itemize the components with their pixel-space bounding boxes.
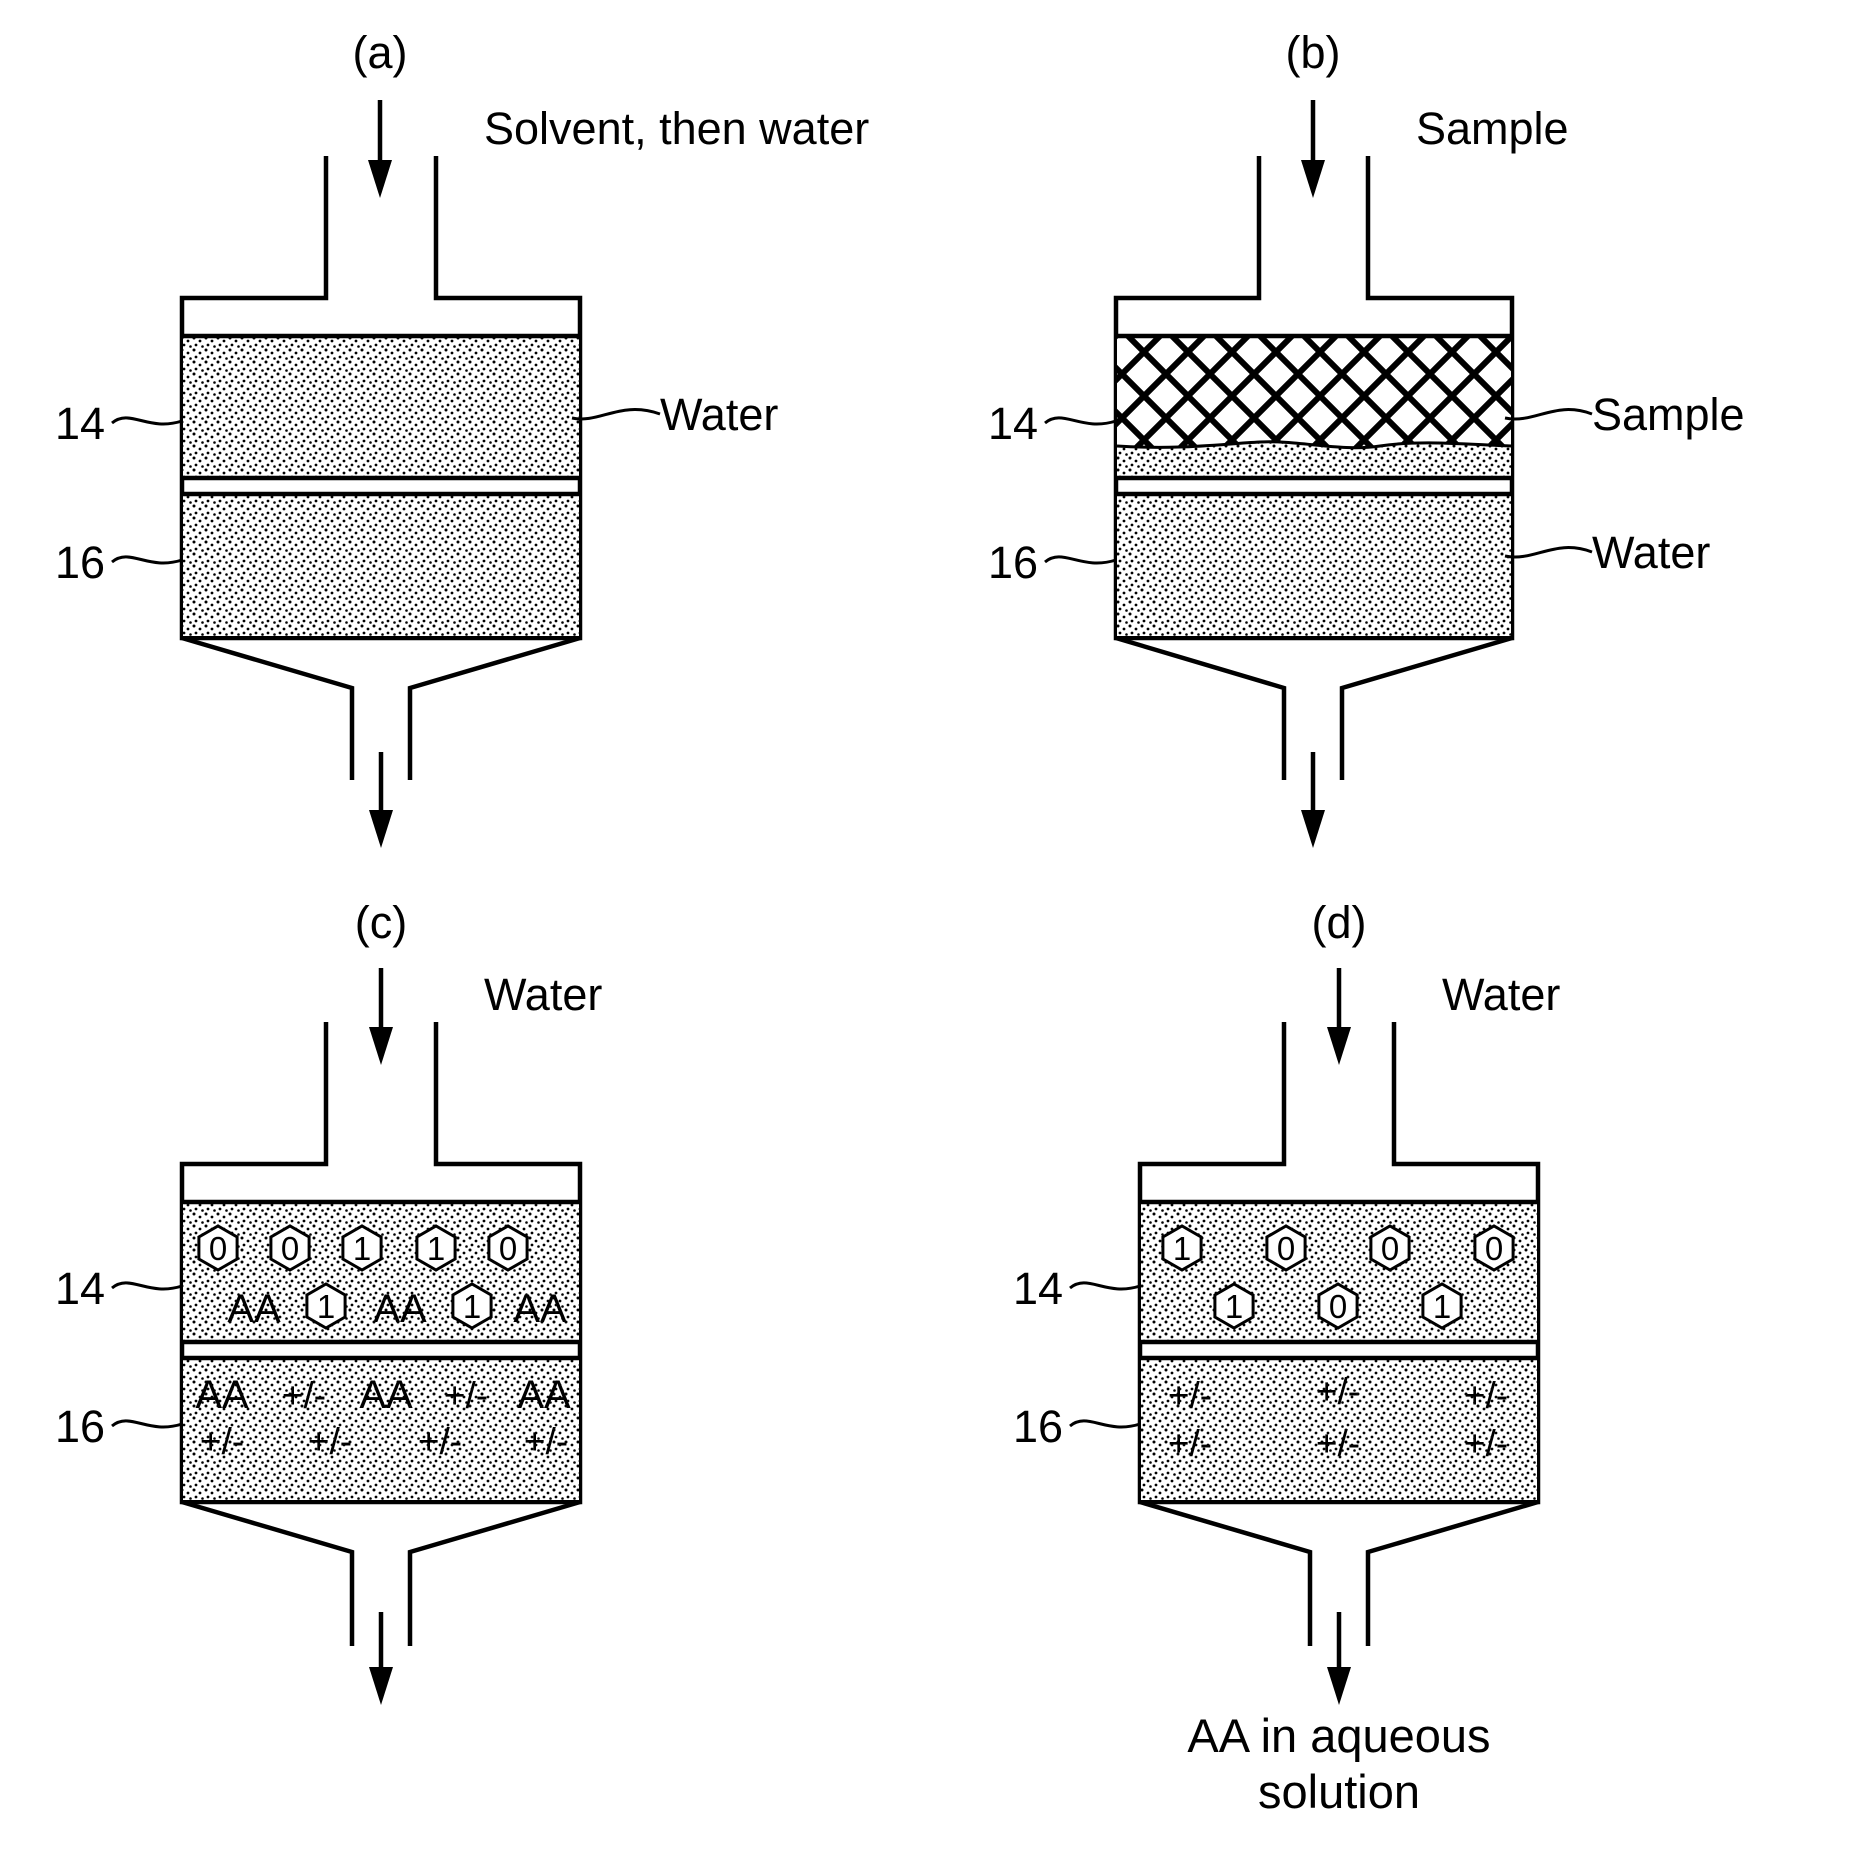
resin-bead: 0 bbox=[271, 1226, 309, 1270]
panel-d-inlet-label: Water bbox=[1442, 969, 1560, 1020]
outlet-arrow bbox=[1327, 1612, 1351, 1705]
panel-a-letter: (a) bbox=[353, 27, 408, 78]
amino-acid-label: AA bbox=[517, 1373, 571, 1417]
aa-group: AA AA AA bbox=[227, 1287, 567, 1331]
svg-text:1: 1 bbox=[1433, 1288, 1451, 1325]
ion-label: +/- bbox=[1168, 1375, 1212, 1416]
resin-bead: 0 bbox=[1319, 1284, 1357, 1328]
panel-d-letter: (d) bbox=[1312, 897, 1367, 948]
ion-label: +/- bbox=[282, 1375, 326, 1416]
water-leader bbox=[572, 410, 660, 419]
ion-label: +/- bbox=[308, 1421, 352, 1462]
amino-acid-label: AA bbox=[359, 1373, 413, 1417]
ref-14-leader bbox=[112, 1283, 182, 1289]
amino-acid-label: AA bbox=[195, 1373, 249, 1417]
svg-text:1: 1 bbox=[353, 1230, 371, 1267]
resin-bead: 1 bbox=[343, 1226, 381, 1270]
ref-16: 16 bbox=[55, 1401, 105, 1452]
ion-label: +/- bbox=[1316, 1423, 1360, 1464]
svg-text:0: 0 bbox=[1485, 1230, 1503, 1267]
column-body bbox=[1116, 156, 1512, 780]
resin-bead: 1 bbox=[417, 1226, 455, 1270]
ref-14-leader bbox=[112, 418, 182, 424]
svg-text:0: 0 bbox=[1381, 1230, 1399, 1267]
svg-text:1: 1 bbox=[1173, 1230, 1191, 1267]
ref-14: 14 bbox=[55, 398, 105, 449]
amino-acid-label: AA bbox=[373, 1287, 427, 1331]
outlet-label-line-1: AA in aqueous bbox=[1187, 1709, 1490, 1762]
resin-bead: 0 bbox=[1475, 1226, 1513, 1270]
panel-b: (b) Sample 14 16 Sample Water bbox=[988, 27, 1745, 848]
amino-acid-label: AA bbox=[227, 1287, 281, 1331]
panel-d: (d) Water 1000101 +/-+/-+/-+/-+/-+/- 14 … bbox=[1013, 897, 1560, 1818]
svg-text:0: 0 bbox=[1277, 1230, 1295, 1267]
ion-label: +/- bbox=[200, 1421, 244, 1462]
svg-text:1: 1 bbox=[1225, 1288, 1243, 1325]
panel-c: (c) Water 0011011 AAAAAA AAAAAA+/-+/-+/-… bbox=[55, 897, 602, 1705]
ref-16-leader bbox=[1070, 1421, 1140, 1427]
ref-16-leader bbox=[112, 1421, 182, 1427]
ion-label: +/- bbox=[1316, 1371, 1360, 1412]
sample-leader bbox=[1505, 410, 1592, 419]
ion-label: +/- bbox=[1168, 1423, 1212, 1464]
panel-b-inlet-label: Sample bbox=[1416, 103, 1569, 154]
svg-text:1: 1 bbox=[427, 1230, 445, 1267]
ion-label: +/- bbox=[418, 1421, 462, 1462]
ref-14-leader bbox=[1045, 418, 1116, 424]
ref-14: 14 bbox=[988, 398, 1038, 449]
ion-label: +/- bbox=[524, 1421, 568, 1462]
svg-text:0: 0 bbox=[1329, 1288, 1347, 1325]
outlet-label-line-2: solution bbox=[1258, 1765, 1420, 1818]
ion-label: +/- bbox=[1464, 1375, 1508, 1416]
inlet-arrow bbox=[369, 968, 393, 1065]
outlet-arrow bbox=[369, 752, 393, 848]
ref-16-leader bbox=[112, 557, 182, 563]
column-body bbox=[1140, 1022, 1538, 1646]
resin-bead: 1 bbox=[1215, 1284, 1253, 1328]
ref-14: 14 bbox=[55, 1263, 105, 1314]
ref-16: 16 bbox=[988, 537, 1038, 588]
svg-text:0: 0 bbox=[281, 1230, 299, 1267]
panel-c-inlet-label: Water bbox=[484, 969, 602, 1020]
panel-a-water-label: Water bbox=[660, 389, 778, 440]
panel-b-water-label: Water bbox=[1592, 527, 1710, 578]
panel-a: (a) Solvent, then water 14 16 Water bbox=[55, 27, 869, 848]
panel-c-letter: (c) bbox=[355, 897, 407, 948]
ref-14: 14 bbox=[1013, 1263, 1063, 1314]
ref-16-leader bbox=[1045, 557, 1116, 563]
resin-bead: 1 bbox=[1163, 1226, 1201, 1270]
outlet-arrow bbox=[369, 1612, 393, 1705]
water-leader bbox=[1505, 548, 1592, 557]
resin-bead: 0 bbox=[199, 1226, 237, 1270]
resin-bead: 1 bbox=[1423, 1284, 1461, 1328]
ref-16: 16 bbox=[1013, 1401, 1063, 1452]
svg-text:1: 1 bbox=[463, 1288, 481, 1325]
panel-b-letter: (b) bbox=[1286, 27, 1341, 78]
panel-a-inlet-label: Solvent, then water bbox=[484, 103, 869, 154]
svg-text:0: 0 bbox=[209, 1230, 227, 1267]
resin-bead: 0 bbox=[1371, 1226, 1409, 1270]
inlet-arrow bbox=[368, 100, 392, 198]
ion-label: +/- bbox=[444, 1375, 488, 1416]
resin-bead: 1 bbox=[453, 1284, 491, 1328]
svg-text:0: 0 bbox=[499, 1230, 517, 1267]
inlet-arrow bbox=[1327, 968, 1351, 1065]
resin-bead: 1 bbox=[307, 1284, 345, 1328]
svg-text:1: 1 bbox=[317, 1288, 335, 1325]
ref-16: 16 bbox=[55, 537, 105, 588]
outlet-arrow bbox=[1301, 752, 1325, 848]
resin-bead: 0 bbox=[489, 1226, 527, 1270]
ref-14-leader bbox=[1070, 1283, 1140, 1289]
ion-label: +/- bbox=[1464, 1423, 1508, 1464]
resin-bead: 0 bbox=[1267, 1226, 1305, 1270]
column-body bbox=[182, 1022, 580, 1646]
inlet-arrow bbox=[1301, 100, 1325, 198]
column-body bbox=[182, 156, 580, 780]
amino-acid-label: AA bbox=[513, 1287, 567, 1331]
panel-b-sample-label: Sample bbox=[1592, 389, 1745, 440]
